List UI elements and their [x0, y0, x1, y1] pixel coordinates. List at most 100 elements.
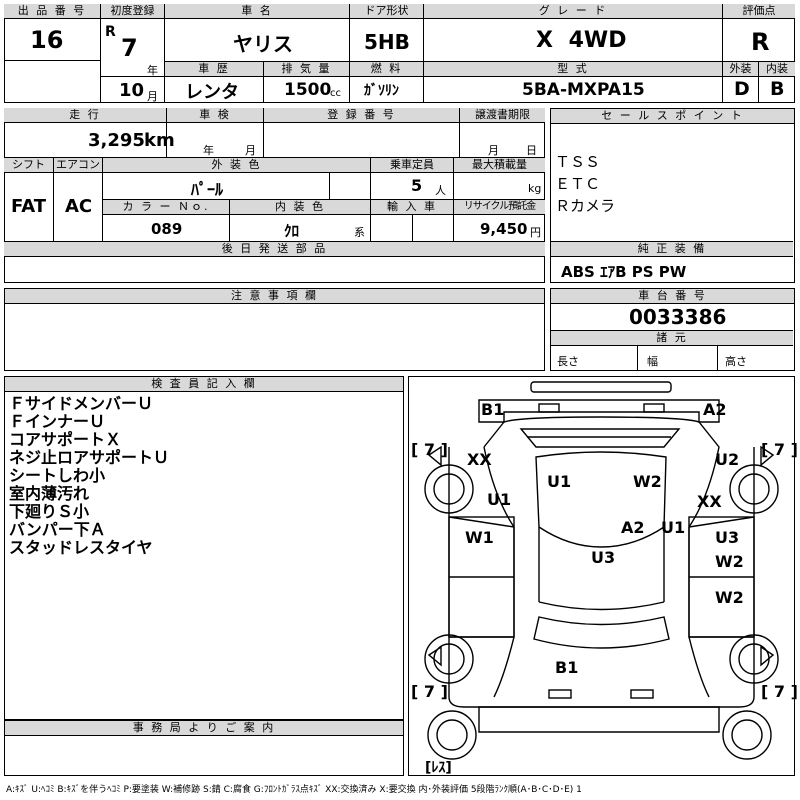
sales-points-section: セ ー ル ス ポ イ ン ト ＴＳＳ ＥＴＣ Ｒカメラ 純 正 装 備 ABS…: [550, 108, 795, 283]
transfer-month-unit: 月: [488, 144, 499, 157]
shift-label: シフト: [4, 158, 53, 173]
max-load-label: 最大積載量: [454, 158, 545, 173]
ext-color-label: 外 装 色: [103, 158, 370, 173]
notes-section: 注 意 事 項 欄: [4, 288, 545, 371]
damage-code-a2-front: A2: [703, 400, 727, 419]
notes-label: 注 意 事 項 欄: [5, 289, 544, 304]
displacement-label: 排 気 量: [264, 62, 349, 77]
tread-rear-right: [ 7 ]: [761, 682, 798, 701]
equipment-value: ABS ｴｱB PS PW: [561, 263, 687, 281]
car-diagram-drawing: [ 7 ] [ 7 ] [ 7 ] [ 7 ] [ﾚｽ] B1 A2 XX U2…: [411, 381, 798, 776]
displacement-value: 1500: [284, 80, 332, 100]
inspector-notes: ＦサイドメンバーＵ ＦインナーＵ コアサポートＸ ネジ止ロアサポートＵ シートし…: [9, 395, 169, 557]
displacement-cell: 排 気 量 1500 cc: [264, 62, 350, 103]
interior-label: 内装: [759, 62, 795, 77]
fuel-label: 燃 料: [350, 62, 423, 77]
max-load-unit: kg: [528, 182, 542, 195]
ac-label: エアコン: [54, 158, 102, 173]
capacity-value: 5: [411, 176, 423, 195]
int-color-label: 内 装 色: [230, 200, 370, 215]
transfer-label: 譲渡書期限: [460, 108, 545, 123]
exterior-cell: 外装 D: [723, 62, 759, 103]
height-label: 高さ: [725, 355, 747, 368]
lot-number-value: 16: [30, 26, 64, 54]
inspector-note: バンパー下Ａ: [9, 520, 106, 539]
model-cell: 型 式 5BA-MXPA15: [424, 62, 723, 103]
chassis-section: 車 台 番 号 0033386 諸 元 長さ 幅 高さ: [550, 288, 795, 371]
mileage-value: 3,295: [88, 130, 145, 151]
shift-cell: シフト FAT: [4, 158, 54, 242]
length-label: 長さ: [557, 355, 579, 368]
transfer-day-unit: 日: [526, 144, 537, 157]
damage-code-w2-right-b: W2: [715, 588, 744, 607]
sales-points-label: セ ー ル ス ポ イ ン ト: [551, 109, 794, 124]
inspector-note: コアサポートＸ: [9, 430, 122, 449]
damage-code-w2-right-a: W2: [715, 552, 744, 571]
mileage-label: 走 行: [4, 108, 166, 123]
first-registration-cell: 初度登録 R 7 年 10 月: [101, 4, 165, 103]
rating-label: 評価点: [723, 4, 795, 19]
max-load-cell: 最大積載量 kg: [454, 158, 545, 200]
damage-code-u3-roof: U3: [591, 548, 615, 567]
ac-value: AC: [65, 196, 93, 217]
fuel-cell: 燃 料 ｶﾞｿﾘﾝ: [350, 62, 424, 103]
month-unit: 月: [147, 90, 158, 103]
car-name-cell: 車 名 ヤリス: [165, 4, 350, 62]
capacity-cell: 乗車定員 5 人: [371, 158, 454, 200]
damage-code-a2-center: A2: [621, 518, 645, 537]
ext-color-cell: 外 装 色 ﾊﾟｰﾙ: [103, 158, 371, 200]
legend: A:ｷｽﾞ U:ﾍｺﾐ B:ｷｽﾞを伴うﾍｺﾐ P:要塗装 W:補修跡 S:錆 …: [6, 785, 582, 795]
grade-value: X 4WD: [536, 28, 627, 53]
inspection-cell: 車 検 年 月: [167, 108, 264, 158]
int-color-cell: 内 装 色 ｸﾛ 系: [230, 200, 371, 242]
equipment-label: 純 正 装 備: [551, 242, 793, 257]
inspector-note: 室内薄汚れ: [9, 484, 90, 503]
tread-spare: [ﾚｽ]: [425, 760, 452, 776]
chassis-label: 車 台 番 号: [551, 289, 794, 304]
car-diagram: [ 7 ] [ 7 ] [ 7 ] [ 7 ] [ﾚｽ] B1 A2 XX U2…: [408, 376, 798, 776]
import-divider: [412, 215, 413, 241]
interior-value: B: [770, 78, 785, 100]
ext-color-value: ﾊﾟｰﾙ: [191, 180, 224, 199]
reg-number-cell: 登 録 番 号: [264, 108, 460, 158]
mileage-unit: km: [144, 130, 175, 151]
rating-cell: 評価点 R: [723, 4, 795, 62]
spec-divider-2: [717, 345, 718, 370]
tread-front-left: [ 7 ]: [411, 440, 448, 459]
chassis-value: 0033386: [629, 305, 727, 329]
inspection-label: 車 検: [167, 108, 263, 123]
inspector-note: ネジ止ロアサポートＵ: [9, 448, 170, 467]
equipment-header-line: [551, 241, 793, 242]
reg-divider: [101, 76, 164, 77]
lot-number-cell: 出 品 番 号 16: [4, 4, 101, 103]
history-value: レンタ: [185, 82, 239, 103]
first-registration-label: 初度登録: [101, 4, 164, 19]
door-cell: ドア形状 5HB: [350, 4, 424, 62]
capacity-unit: 人: [435, 184, 446, 197]
inspector-note: スタッドレスタイヤ: [9, 538, 153, 557]
import-label: 輸 入 車: [371, 200, 453, 215]
year-unit: 年: [147, 64, 158, 77]
reg-number-label: 登 録 番 号: [264, 108, 459, 123]
exterior-value: D: [734, 78, 750, 100]
damage-code-u1-right: U1: [661, 518, 685, 537]
grade-label: グ レ ー ド: [424, 4, 722, 19]
year-value: 7: [121, 34, 138, 62]
car-name-label: 車 名: [165, 4, 349, 19]
ac-cell: エアコン AC: [54, 158, 103, 242]
office-title: 事 務 局 よ り ご 案 内: [5, 721, 403, 736]
model-value: 5BA-MXPA15: [522, 80, 645, 100]
damage-code-u3-right: U3: [715, 528, 739, 547]
damage-code-u2-right: U2: [715, 450, 739, 469]
width-label: 幅: [647, 355, 658, 368]
interior-cell: 内装 B: [759, 62, 795, 103]
sales-point-1: ＴＳＳ: [555, 153, 601, 171]
recycle-cell: リサイクル預託金 9,450 円: [454, 200, 545, 242]
office-section: 事 務 局 よ り ご 案 内: [4, 720, 404, 776]
ext-color-divider: [329, 173, 330, 199]
shift-value: FAT: [11, 196, 47, 217]
displacement-unit: cc: [330, 88, 341, 99]
fuel-value: ｶﾞｿﾘﾝ: [364, 83, 399, 99]
later-parts-label: 後 日 発 送 部 品: [4, 242, 545, 257]
int-color-unit: 系: [354, 226, 365, 239]
